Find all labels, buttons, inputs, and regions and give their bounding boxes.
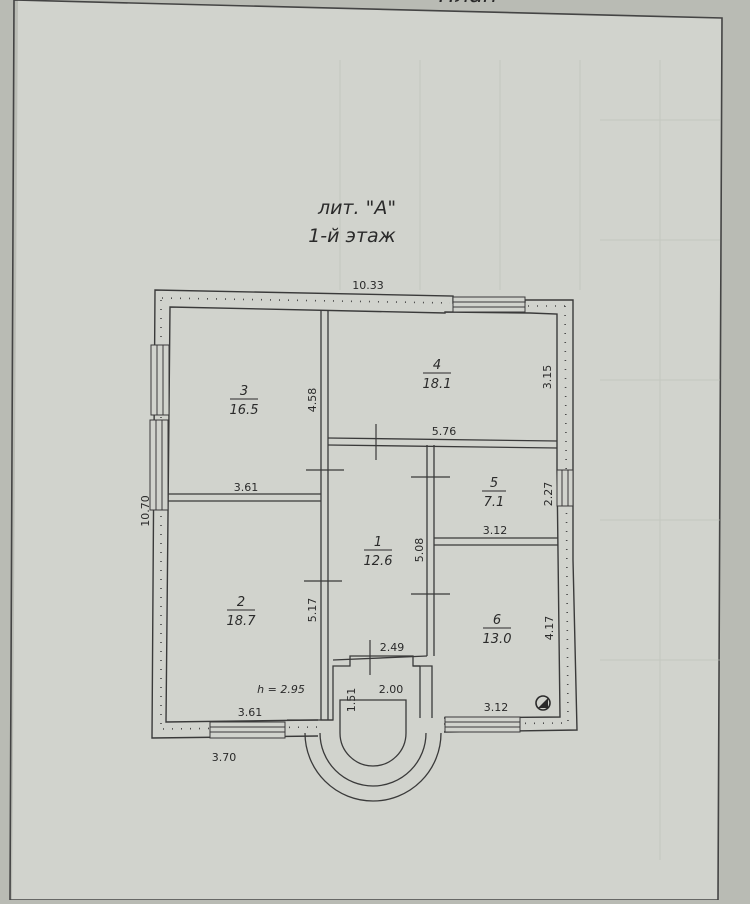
dim-total-width: 10.33 <box>352 279 384 292</box>
ceiling-height: h = 2.95 <box>257 683 305 696</box>
dim-room5-height: 2.27 <box>542 482 555 507</box>
stove-icon <box>535 695 551 711</box>
dim-room5-width: 3.12 <box>483 524 508 537</box>
dim-bottom-width: 3.70 <box>212 751 237 764</box>
background-grid <box>339 60 720 860</box>
dim-porch-outer: 2.49 <box>380 641 405 654</box>
room-area: 13.0 <box>483 632 512 647</box>
dim-room3-height: 4.58 <box>306 388 319 413</box>
dim-room3-width: 3.61 <box>234 481 259 494</box>
room-number: 3 <box>240 384 248 399</box>
dim-porch-depth: 1.51 <box>345 688 358 713</box>
dimension-labels: 10.33 10.70 4.58 3.61 3.15 5.76 2.27 3.1… <box>139 279 556 764</box>
paper <box>12 0 722 900</box>
dim-room6-width: 3.12 <box>484 701 509 714</box>
room-number: 6 <box>493 613 501 628</box>
door-marks <box>304 424 450 675</box>
room-labels: 3 16.5 4 18.1 5 7.1 1 12.6 2 18.7 6 13.0 <box>227 358 512 647</box>
room-area: 12.6 <box>364 554 393 569</box>
room-area: 16.5 <box>230 403 259 418</box>
room-number: 5 <box>490 476 498 491</box>
floor-title: 1-й этаж <box>308 225 396 247</box>
room-number: 4 <box>433 358 441 373</box>
litera-title: лит. "А" <box>317 197 396 219</box>
cut-title: План <box>439 0 497 8</box>
dim-room4-height: 3.15 <box>541 365 554 390</box>
windows <box>149 296 574 739</box>
room-area: 18.1 <box>423 377 452 392</box>
dim-room6-height: 4.17 <box>543 616 556 641</box>
porch-arch <box>304 699 442 802</box>
dim-porch-inner: 2.00 <box>379 683 404 696</box>
interior-walls <box>168 310 558 721</box>
room-area: 18.7 <box>227 614 257 629</box>
wall-hatching <box>160 297 569 730</box>
room-number: 2 <box>237 595 245 610</box>
dim-room1-height: 5.08 <box>413 538 426 563</box>
room-area: 7.1 <box>484 495 505 510</box>
room-number: 1 <box>374 535 382 550</box>
dim-room2-width: 3.61 <box>238 706 263 719</box>
dim-total-height: 10.70 <box>139 495 152 527</box>
dim-room2-height: 5.17 <box>306 598 319 623</box>
stove-icon-fill <box>538 698 548 708</box>
dim-room4-width: 5.76 <box>432 425 457 438</box>
